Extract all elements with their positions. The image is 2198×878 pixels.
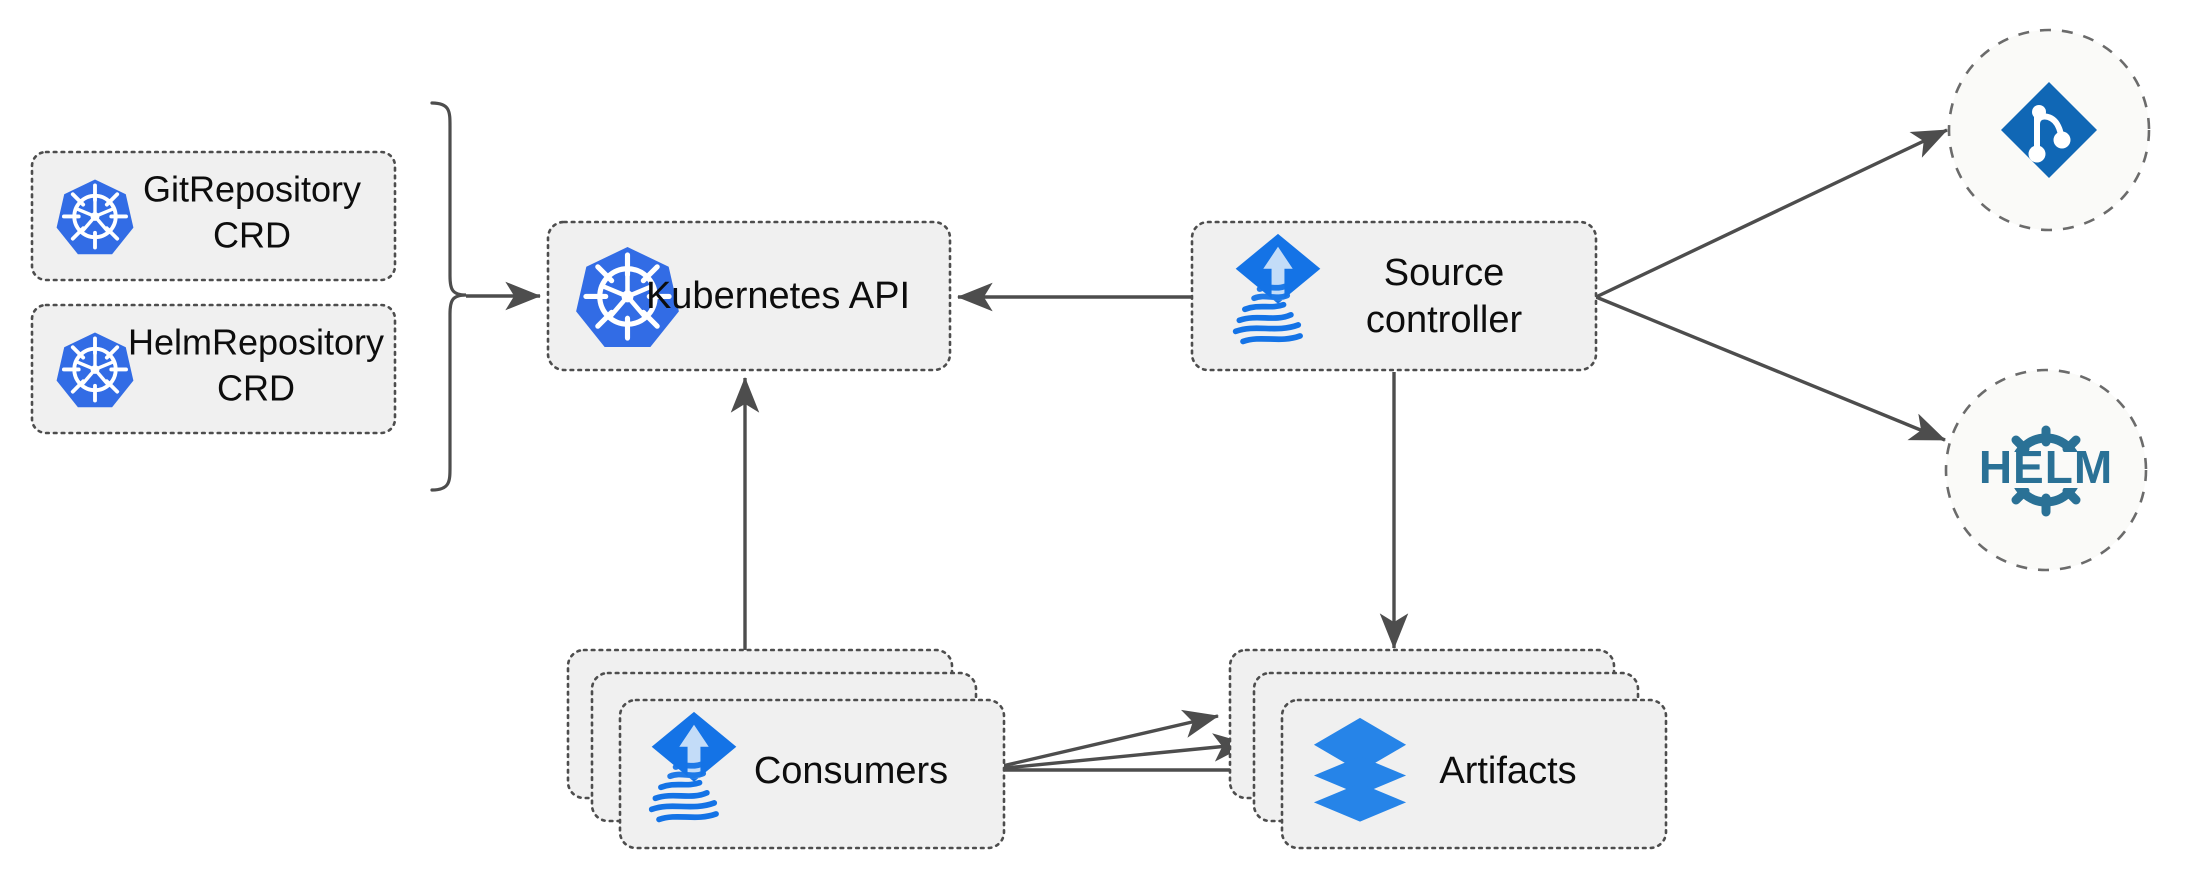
edge-consumers-to-artifacts-1 (984, 709, 1219, 772)
helmrepository-crd-label-line1: HelmRepository (128, 322, 384, 363)
crd-brace (430, 101, 467, 492)
source-controller-label-line2: controller (1366, 299, 1523, 341)
git-repo-node[interactable] (1947, 28, 2151, 232)
crd-group: GitRepository CRD HelmRepository CRD (30, 150, 397, 435)
edge-source-controller-to-git (1595, 128, 1948, 299)
artifacts-node[interactable]: Artifacts (1228, 648, 1668, 850)
helm-repo-node[interactable]: HELM (1944, 368, 2148, 572)
consumers-node[interactable]: Consumers (566, 648, 1006, 850)
gitrepository-crd-card[interactable]: GitRepository CRD (30, 150, 397, 282)
helm-wordmark: HELM (1979, 441, 2113, 493)
helmrepository-crd-label-line2: CRD (217, 368, 295, 409)
gitrepository-crd-label-line2: CRD (213, 215, 291, 256)
source-controller-label-line1: Source (1384, 252, 1504, 294)
helmrepository-crd-card[interactable]: HelmRepository CRD (30, 303, 397, 435)
source-controller-node[interactable]: Source controller (1190, 220, 1598, 372)
gitrepository-crd-label-line1: GitRepository (143, 169, 361, 210)
edge-consumers-to-artifacts-2 (984, 733, 1250, 772)
artifacts-label: Artifacts (1439, 750, 1576, 792)
kubernetes-api-node[interactable]: Kubernetes API (546, 220, 952, 372)
consumers-label: Consumers (754, 750, 948, 792)
edges-layer (466, 128, 1948, 785)
kubernetes-api-label: Kubernetes API (646, 275, 910, 317)
edge-source-controller-to-helm (1595, 295, 1946, 442)
